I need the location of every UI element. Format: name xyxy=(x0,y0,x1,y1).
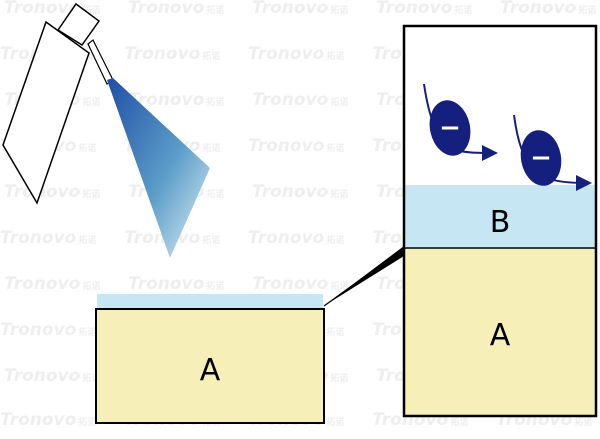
zoom-coating-layer xyxy=(404,185,596,248)
coating-layer xyxy=(97,294,323,309)
zoom-coating-label: B xyxy=(490,205,511,240)
zoom-substrate-label: A xyxy=(490,318,511,353)
zoom-panel-border xyxy=(402,24,598,418)
spray-gun-icon xyxy=(2,2,114,205)
negative-particle-icon: − xyxy=(423,83,498,161)
particle-sign: − xyxy=(530,143,552,173)
spray-cone xyxy=(107,78,210,258)
zoom-substrate-layer xyxy=(404,248,596,416)
negative-particle-icon: − xyxy=(513,114,592,191)
particle-sign: − xyxy=(439,113,461,143)
substrate-label: A xyxy=(200,353,221,388)
substrate-block xyxy=(95,308,325,424)
